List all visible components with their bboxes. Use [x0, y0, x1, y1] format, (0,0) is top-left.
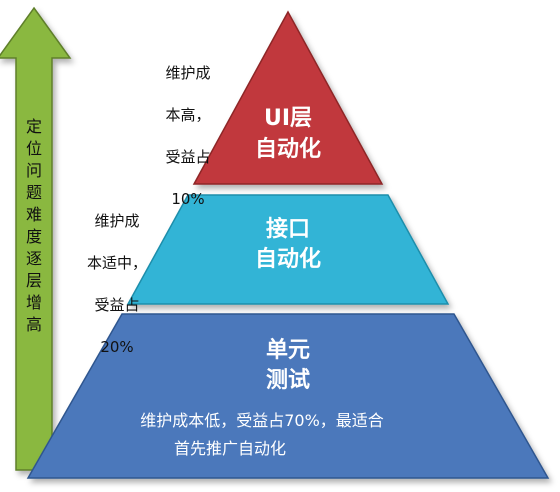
tier-api-title-line-2: 自动化 [255, 246, 321, 272]
tier-unit-note-line-1: 维护成本低，受益占70%，最适合 [140, 411, 384, 430]
tier-unit-note-line-2: 首先推广自动化 [174, 439, 286, 458]
arrow-label-char: 位 [26, 139, 42, 158]
tier-ui-note-line: 受益占 [165, 148, 211, 166]
tier-api-shape [126, 194, 450, 305]
tier-api-note: 维护成 本适中， 受益占 20% [74, 190, 160, 379]
arrow-label-char: 度 [26, 227, 42, 246]
arrow-label-char: 题 [26, 183, 42, 202]
tier-ui: UI层 自动化 [192, 10, 384, 185]
tier-api-note-line: 20% [100, 338, 134, 356]
tier-ui-note-line: 10% [171, 190, 205, 208]
arrow-label-char: 问 [26, 161, 42, 180]
tier-api-note-line: 维护成 [94, 212, 140, 230]
tier-ui-note-line: 本高， [165, 106, 211, 124]
arrow-label-char: 增 [26, 293, 42, 312]
tier-unit-shape [26, 313, 550, 479]
arrow-label-char: 层 [26, 271, 42, 290]
tier-ui-title-line-1: UI层 [264, 106, 312, 131]
arrow-label-char: 定 [26, 117, 42, 136]
tier-ui-title-line-2: 自动化 [255, 136, 321, 162]
tier-ui-note-line: 维护成 [165, 64, 211, 82]
tier-unit-title-line-2: 测试 [266, 368, 310, 393]
tier-unit-title-line-1: 单元 [266, 338, 310, 363]
arrow-label-char: 逐 [26, 249, 42, 268]
arrow-label: 定位问题难度逐层增高 [26, 117, 42, 334]
tier-api-note-line: 受益占 [94, 296, 140, 314]
arrow-label-char: 难 [26, 205, 42, 224]
difficulty-arrow: 定位问题难度逐层增高 [0, 6, 72, 471]
tier-api-title-line-1: 接口 [266, 217, 310, 242]
tier-ui-shape [192, 10, 384, 185]
tier-api: 接口 自动化 [126, 194, 450, 305]
tier-ui-note: 维护成 本高， 受益占 10% [148, 42, 228, 231]
arrow-label-char: 高 [26, 315, 42, 334]
tier-api-note-line: 本适中， [86, 254, 147, 272]
tier-unit: 单元 测试 维护成本低，受益占70%，最适合 首先推广自动化 [26, 313, 550, 479]
